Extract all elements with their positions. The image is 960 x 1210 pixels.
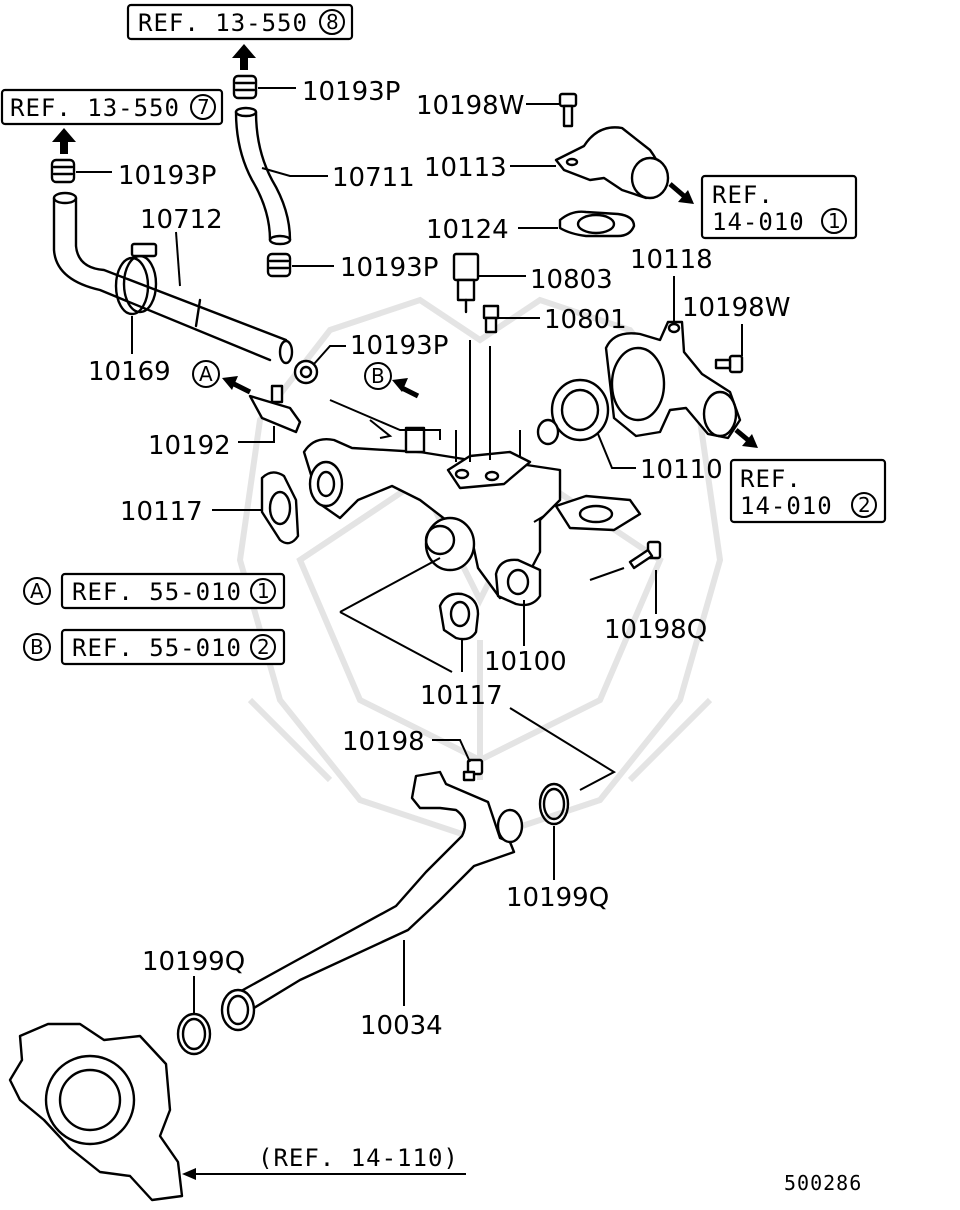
- hose-clamp-10169[interactable]: [114, 242, 158, 316]
- arrow-right-down-icon: [668, 182, 694, 204]
- ref-text: REF. 13-550: [138, 9, 308, 37]
- ref-number: 1: [257, 579, 270, 603]
- bolt-10198[interactable]: [462, 758, 484, 782]
- arrow-left-icon: [392, 378, 420, 399]
- fitting-10192[interactable]: [248, 384, 302, 434]
- hose-clamp-lower[interactable]: [293, 359, 319, 385]
- label-10198[interactable]: 10198: [342, 727, 425, 757]
- label-10110[interactable]: 10110: [640, 455, 723, 485]
- part-labels: 10193P 10193P 10711 10712 10193P 10193P …: [88, 77, 862, 1195]
- thermostat-10110[interactable]: [536, 378, 610, 446]
- ref-14-110-label[interactable]: (REF. 14-110): [258, 1144, 459, 1172]
- label-10803[interactable]: 10803: [530, 265, 613, 295]
- arrow-up-icon: [52, 128, 76, 154]
- water-outlet-10113[interactable]: [554, 126, 670, 200]
- ref-box-14-010-1[interactable]: REF. 14-010 1: [700, 174, 858, 240]
- label-10193P-lower[interactable]: 10193P: [350, 331, 448, 361]
- ref-marker: A: [30, 579, 44, 603]
- ref-box-13-550-8[interactable]: REF. 13-550 8: [126, 3, 354, 41]
- arrow-up-icon: [232, 44, 256, 70]
- label-10198W-right[interactable]: 10198W: [682, 293, 790, 323]
- arrow-left-icon: [222, 376, 252, 395]
- label-10198W-top[interactable]: 10198W: [416, 91, 524, 121]
- o-ring-10199Q-left[interactable]: [176, 1012, 212, 1056]
- diagram-id: 500286: [784, 1171, 862, 1195]
- ref-marker: B: [30, 635, 44, 659]
- label-10113[interactable]: 10113: [424, 153, 507, 183]
- label-10118[interactable]: 10118: [630, 245, 713, 275]
- thermostat-case-10118[interactable]: [604, 320, 742, 440]
- hose-10712[interactable]: [52, 191, 294, 365]
- hose-clamp-mid[interactable]: [266, 252, 292, 278]
- hose-10711[interactable]: [234, 106, 292, 246]
- sensor-10801[interactable]: [482, 304, 500, 334]
- svg-text:A: A: [199, 362, 213, 386]
- water-outlet-10100[interactable]: [302, 426, 642, 607]
- label-10199Q-right[interactable]: 10199Q: [506, 883, 609, 913]
- arrow-right-down-icon: [734, 428, 758, 448]
- gasket-10117-left[interactable]: [260, 471, 300, 545]
- bolt-10198W-top[interactable]: [558, 92, 578, 128]
- label-10193P-mid[interactable]: 10193P: [340, 253, 438, 283]
- svg-text:B: B: [371, 364, 385, 388]
- ref-text-line1: REF.: [712, 181, 774, 209]
- label-10193P-left[interactable]: 10193P: [118, 161, 216, 191]
- hose-clamp-left[interactable]: [50, 158, 76, 184]
- label-10117-left[interactable]: 10117: [120, 497, 203, 527]
- label-10034[interactable]: 10034: [360, 1011, 443, 1041]
- label-10198Q[interactable]: 10198Q: [604, 615, 707, 645]
- label-10711[interactable]: 10711: [332, 163, 415, 193]
- ref-box-14-010-2[interactable]: REF. 14-010 2: [729, 458, 887, 524]
- water-pipe-10034[interactable]: [220, 770, 524, 1032]
- leader-lines: [76, 87, 743, 1180]
- ref-number: 7: [197, 95, 210, 119]
- ref-text: REF. 55-010: [72, 578, 242, 606]
- ref-number: 8: [326, 10, 339, 34]
- water-pump[interactable]: [8, 1022, 184, 1202]
- label-10100[interactable]: 10100: [484, 647, 567, 677]
- assembly-lines: [329, 340, 625, 791]
- label-10199Q-left[interactable]: 10199Q: [142, 947, 245, 977]
- bolt-10198W-right[interactable]: [714, 354, 744, 374]
- label-10192[interactable]: 10192: [148, 431, 231, 461]
- hose-clamp-top[interactable]: [232, 74, 258, 100]
- ref-text-line2: 14-010: [740, 492, 833, 520]
- bolt-10198Q[interactable]: [628, 540, 662, 570]
- label-10193P-top[interactable]: 10193P: [302, 77, 400, 107]
- marker-b[interactable]: B: [364, 362, 392, 390]
- ref-box-55-010-1[interactable]: A REF. 55-010 1: [23, 572, 286, 610]
- sensor-10803[interactable]: [452, 252, 480, 314]
- ref-number: 2: [858, 493, 871, 517]
- ref-text: REF. 55-010: [72, 634, 242, 662]
- ref-number: 2: [257, 635, 270, 659]
- gasket-10117-center[interactable]: [438, 592, 480, 641]
- gasket-10124[interactable]: [558, 210, 636, 238]
- ref-number: 1: [828, 209, 841, 233]
- label-10169[interactable]: 10169: [88, 357, 171, 387]
- ref-text: REF. 13-550: [10, 94, 180, 122]
- ref-box-13-550-7[interactable]: REF. 13-550 7: [0, 88, 224, 126]
- ref-text-line2: 14-010: [712, 208, 805, 236]
- label-10801[interactable]: 10801: [544, 305, 627, 335]
- ref-text-line1: REF.: [740, 465, 802, 493]
- label-10117-center[interactable]: 10117: [420, 681, 503, 711]
- label-10712[interactable]: 10712: [140, 205, 223, 235]
- marker-a[interactable]: A: [192, 360, 220, 388]
- o-ring-10199Q-right[interactable]: [538, 782, 570, 826]
- ref-box-55-010-2[interactable]: B REF. 55-010 2: [23, 628, 286, 666]
- label-10124[interactable]: 10124: [426, 215, 509, 245]
